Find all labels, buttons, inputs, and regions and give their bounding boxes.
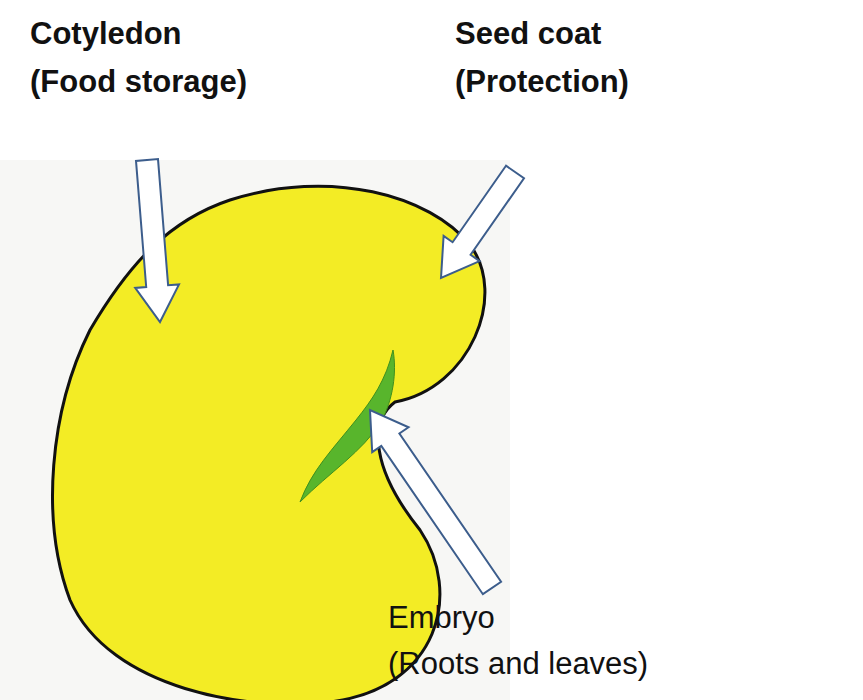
leader-arrow [441,166,524,278]
part-name: Seed coat [455,16,601,52]
part-function: (Roots and leaves) [388,646,648,682]
leader-arrow [135,159,179,322]
part-name: Embryo [388,600,495,636]
leader-arrow [370,410,501,594]
part-name: Cotyledon [30,16,182,52]
part-function: (Protection) [455,64,629,100]
part-function: (Food storage) [30,64,247,100]
